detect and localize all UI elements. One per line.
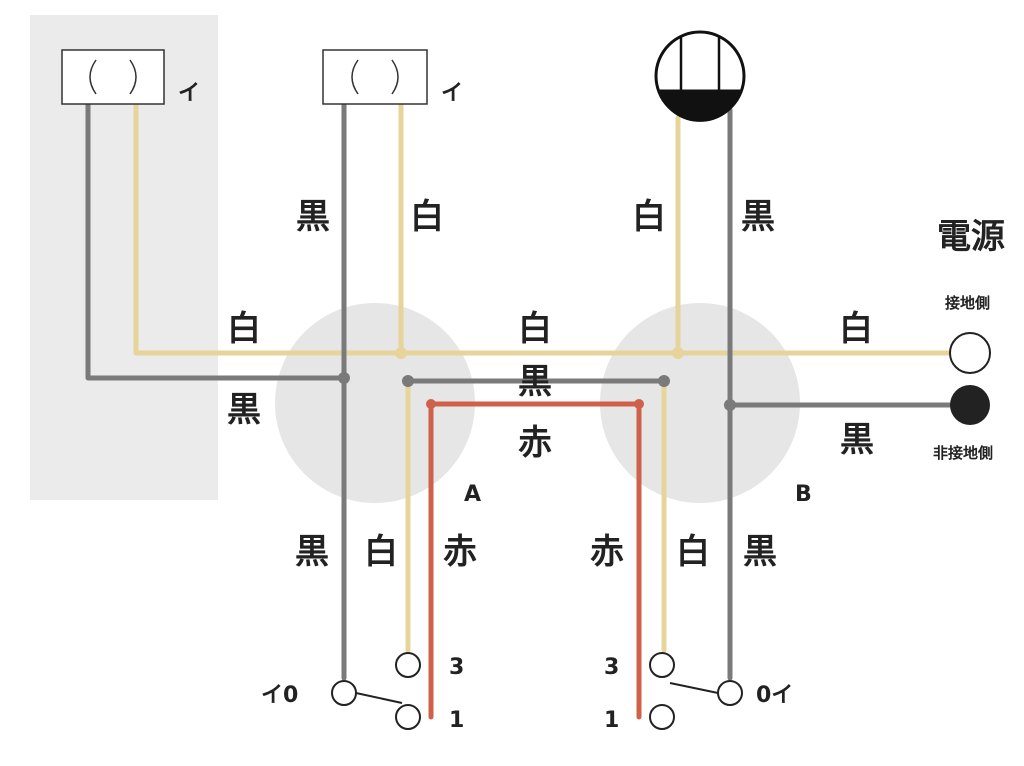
switch-a-terminal-3-label: 3 <box>449 655 464 680</box>
junction-dots <box>338 347 736 411</box>
wire-label-black: 黒 <box>840 420 874 460</box>
red-wires <box>428 401 642 720</box>
ungrounded-side-label: 非接地側 <box>933 444 993 462</box>
wire-label-black: 黒 <box>295 532 329 572</box>
wire-label-red: 赤 <box>518 423 552 463</box>
splice-dot <box>426 399 436 409</box>
lamp-right <box>654 30 746 122</box>
junction-b-label: B <box>795 482 812 507</box>
ceiling-light-middle <box>322 49 428 105</box>
wire-label-white: 白 <box>632 197 666 237</box>
wire-label-red: 赤 <box>443 532 477 572</box>
lamp-outline <box>654 30 746 122</box>
wire-label-white: 白 <box>410 197 444 237</box>
wire-label-black: 黒 <box>227 390 261 430</box>
light-fixture-box <box>61 49 165 105</box>
wire-label-black: 黒 <box>296 197 330 237</box>
wire-label-white: 白 <box>839 309 873 349</box>
wire-label-red: 赤 <box>590 532 624 572</box>
three-way-switch-b <box>649 652 743 730</box>
splice-dot <box>395 347 407 359</box>
switch-b-terminal-1 <box>649 704 675 730</box>
switch-b-terminal-3-label: 3 <box>604 655 619 680</box>
wire-label-white: 白 <box>227 309 261 349</box>
black-wire-left-light <box>85 101 347 381</box>
lamp-bracket-right-icon <box>391 59 399 95</box>
splice-dot <box>658 375 670 387</box>
wire-label-white: 白 <box>518 309 552 349</box>
wire-label-white: 白 <box>364 532 398 572</box>
lamp-bracket-right-icon <box>129 59 137 95</box>
switch-b-common-label: 0イ <box>756 683 793 708</box>
splice-dot <box>672 347 684 359</box>
power-title: 電源 <box>937 217 1005 257</box>
wire-label-black: 黒 <box>743 532 777 572</box>
splice-dot <box>724 399 736 411</box>
switch-b-terminal-3 <box>649 652 675 678</box>
switch-b-terminal-0 <box>717 680 743 706</box>
switch-a-terminal-1 <box>395 704 421 730</box>
lamp-bracket-left-icon <box>351 59 359 95</box>
switch-a-common-label: イ0 <box>261 683 298 708</box>
ceiling-light-left <box>61 49 165 105</box>
wire-label-black: 黒 <box>741 197 775 237</box>
splice-dot <box>338 372 350 384</box>
wire-label-black: 黒 <box>518 362 552 402</box>
black-wires <box>85 101 953 681</box>
switch-b-lever <box>669 682 719 694</box>
light-left-label: イ <box>178 81 200 106</box>
wire-label-white: 白 <box>676 532 710 572</box>
grounded-side-label: 接地側 <box>945 294 990 312</box>
switch-a-lever <box>355 692 403 704</box>
splice-dot <box>634 399 644 409</box>
switch-a-terminal-0 <box>331 680 357 706</box>
switch-b-terminal-1-label: 1 <box>604 708 619 733</box>
three-way-switch-a <box>331 652 421 730</box>
switch-a-terminal-3 <box>395 652 421 678</box>
light-middle-label: イ <box>441 81 463 106</box>
splice-dot <box>402 375 414 387</box>
ungrounded-terminal <box>950 385 990 425</box>
lamp-bracket-left-icon <box>89 59 97 95</box>
red-traveler <box>428 401 642 720</box>
light-fixture-box <box>322 49 428 105</box>
switch-a-terminal-1-label: 1 <box>449 708 464 733</box>
junction-a-label: A <box>464 482 481 507</box>
grounded-terminal <box>949 332 991 374</box>
